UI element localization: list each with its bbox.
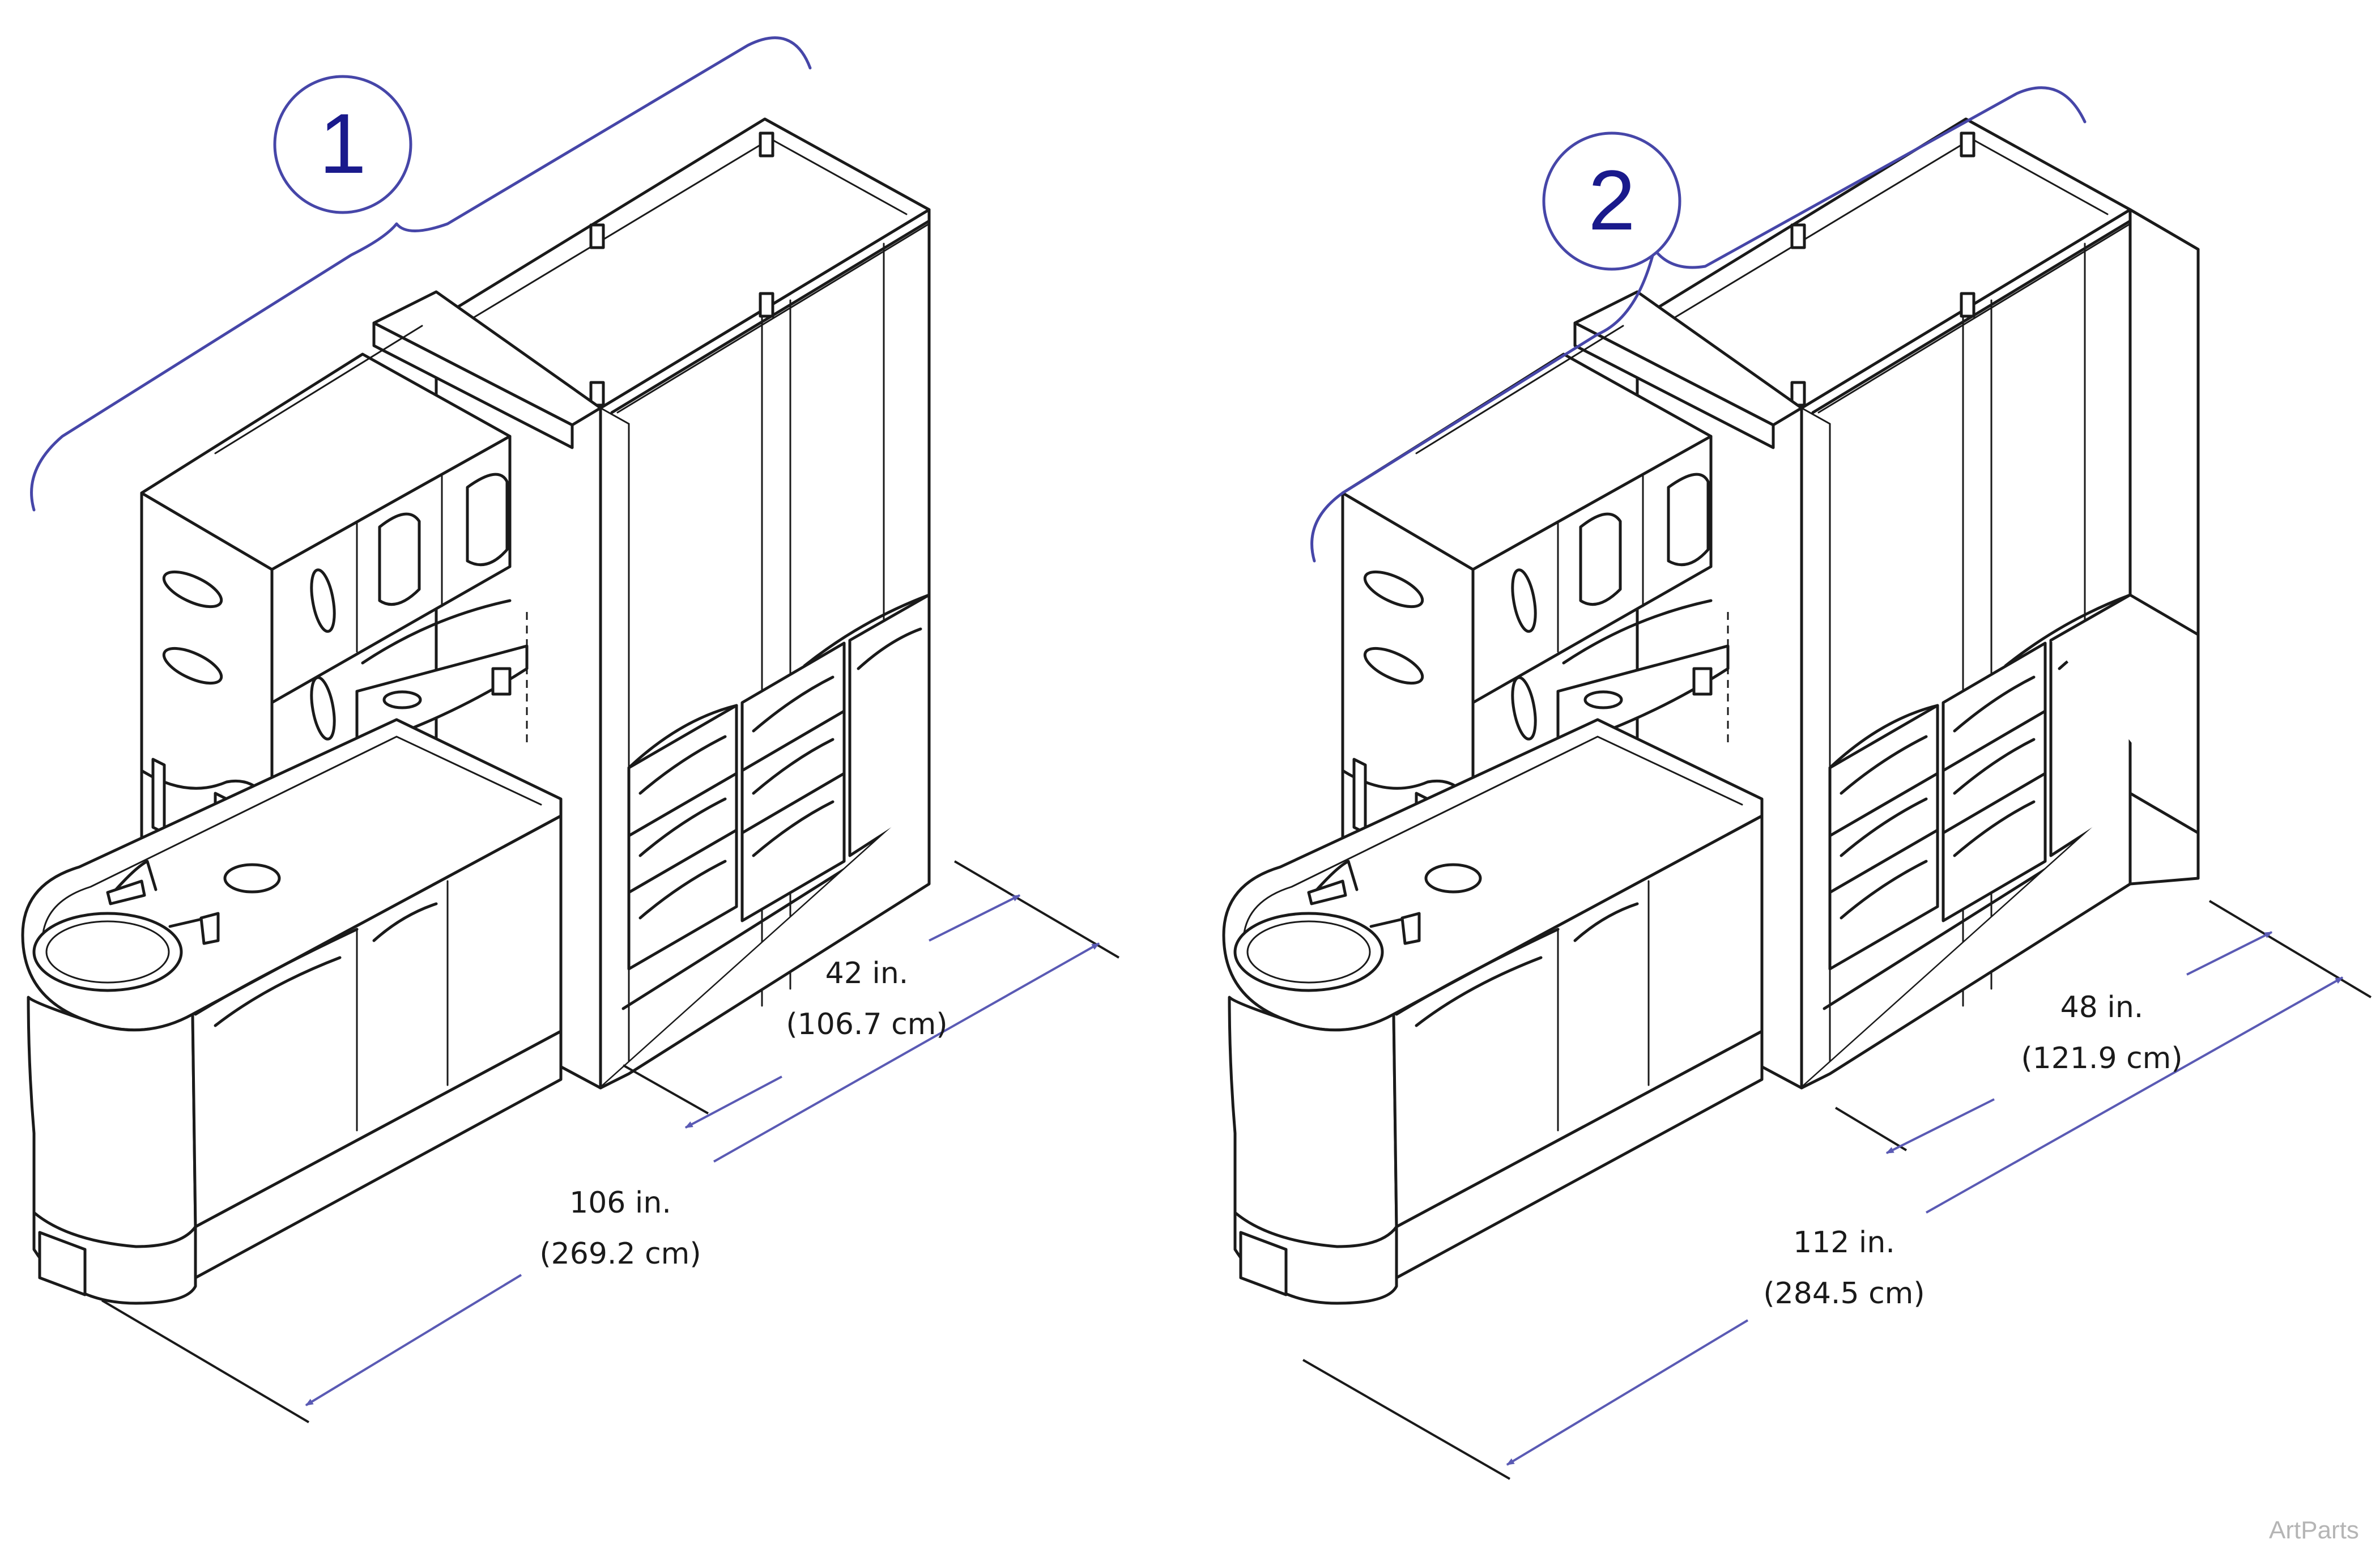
dimension-tall-cabinet-1: 42 in. (106.7 cm) bbox=[623, 860, 1120, 1163]
callout-brace-1 bbox=[30, 36, 812, 512]
overall-width-metric-2: (284.5 cm) bbox=[1763, 1277, 1925, 1311]
callout-badge-2 bbox=[1542, 131, 1681, 271]
watermark: ArtParts bbox=[2269, 1516, 2359, 1544]
callout-number-1: 1 bbox=[319, 96, 366, 191]
overall-width-imperial-1: 106 in. bbox=[569, 1186, 671, 1220]
tall-width-metric-2: (121.9 cm) bbox=[2021, 1041, 2182, 1075]
tall-width-metric-1: (106.7 cm) bbox=[786, 1007, 947, 1041]
overall-width-metric-1: (269.2 cm) bbox=[539, 1237, 701, 1271]
cabinet-assembly-2: 2 48 in. (121.9 cm) 112 in. (284.5 cm) bbox=[1224, 86, 2372, 1480]
dimension-tall-cabinet-2: 48 in. (121.9 cm) bbox=[1834, 900, 2372, 1214]
cabinet-assembly-1: 1 42 in. (106.7 cm) 106 in. (269.2 cm) bbox=[23, 36, 1120, 1423]
tall-width-imperial-1: 42 in. bbox=[825, 956, 909, 990]
dimension-overall-2: 112 in. (284.5 cm) bbox=[1302, 1226, 1925, 1480]
callout-badge-1 bbox=[273, 75, 412, 214]
dimension-overall-1: 106 in. (269.2 cm) bbox=[101, 1186, 701, 1423]
overall-width-imperial-2: 112 in. bbox=[1793, 1226, 1895, 1260]
tall-width-imperial-2: 48 in. bbox=[2060, 990, 2144, 1024]
callout-number-2: 2 bbox=[1588, 152, 1635, 248]
